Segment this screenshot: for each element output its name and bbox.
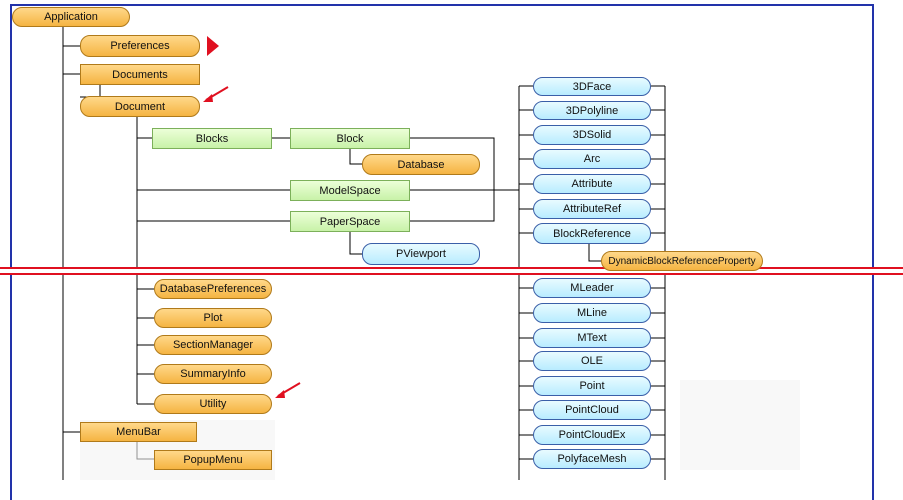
diagram-frame [10, 4, 874, 500]
node-pointcloud[interactable]: PointCloud [533, 400, 651, 420]
node-plot[interactable]: Plot [154, 308, 272, 328]
break-line-top [0, 267, 903, 269]
node-database-preferences[interactable]: DatabasePreferences [154, 279, 272, 299]
node-application[interactable]: Application [12, 7, 130, 27]
node-pviewport[interactable]: PViewport [362, 243, 480, 265]
node-popupmenu[interactable]: PopupMenu [154, 450, 272, 470]
node-menubar[interactable]: MenuBar [80, 422, 197, 442]
node-3dsolid[interactable]: 3DSolid [533, 125, 651, 145]
triangle-marker-icon [207, 36, 219, 56]
faint-patch [680, 380, 800, 470]
node-summary-info[interactable]: SummaryInfo [154, 364, 272, 384]
node-preferences[interactable]: Preferences [80, 35, 200, 57]
node-block[interactable]: Block [290, 128, 410, 149]
node-utility[interactable]: Utility [154, 394, 272, 414]
node-pointcloudex[interactable]: PointCloudEx [533, 425, 651, 445]
node-blocks[interactable]: Blocks [152, 128, 272, 149]
node-dynamic-block-reference-property[interactable]: DynamicBlockReferenceProperty [601, 251, 763, 271]
break-gap [0, 267, 903, 275]
node-3dpolyline[interactable]: 3DPolyline [533, 101, 651, 120]
node-mleader[interactable]: MLeader [533, 278, 651, 298]
node-attributeref[interactable]: AttributeRef [533, 199, 651, 219]
node-section-manager[interactable]: SectionManager [154, 335, 272, 355]
break-line-bottom [0, 273, 903, 275]
node-ole[interactable]: OLE [533, 351, 651, 371]
red-arrow-icon [203, 86, 229, 102]
red-arrow-icon [275, 382, 301, 398]
node-documents[interactable]: Documents [80, 64, 200, 85]
node-3dface[interactable]: 3DFace [533, 77, 651, 96]
node-paperspace[interactable]: PaperSpace [290, 211, 410, 232]
node-point[interactable]: Point [533, 376, 651, 396]
node-modelspace[interactable]: ModelSpace [290, 180, 410, 201]
node-polyfacemesh[interactable]: PolyfaceMesh [533, 449, 651, 469]
node-blockreference[interactable]: BlockReference [533, 223, 651, 244]
node-mtext[interactable]: MText [533, 328, 651, 348]
node-arc[interactable]: Arc [533, 149, 651, 169]
node-document[interactable]: Document [80, 96, 200, 117]
node-database[interactable]: Database [362, 154, 480, 175]
node-attribute[interactable]: Attribute [533, 174, 651, 194]
node-mline[interactable]: MLine [533, 303, 651, 323]
